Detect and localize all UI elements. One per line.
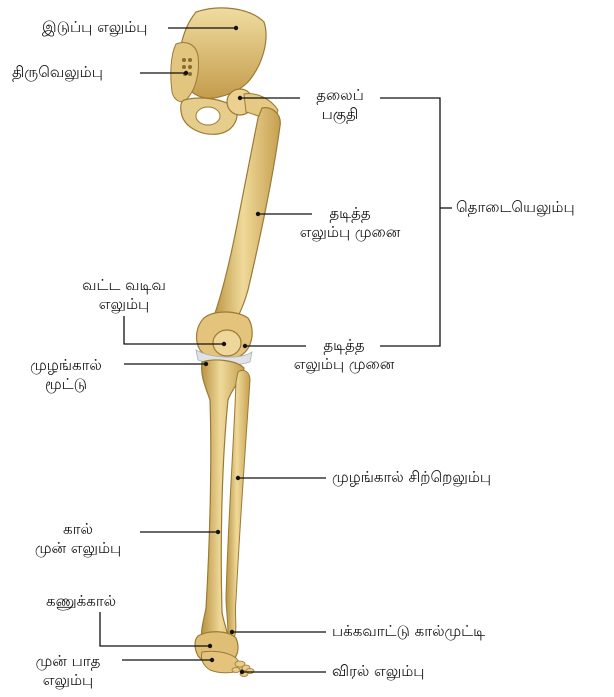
phalanges-shape xyxy=(232,661,254,677)
label-phalanges-text: விரல் எலும்பு xyxy=(332,662,424,681)
label-knee-joint-line1: முழங்கால் xyxy=(12,356,120,375)
label-femur-condyle-line2: எலும்பு முனை xyxy=(276,355,412,374)
label-knee-joint-line2: மூட்டு xyxy=(12,375,120,394)
label-femur: தொடையெலும்பு xyxy=(456,198,575,217)
label-tibia: கால் முன் எலும்பு xyxy=(20,520,136,558)
label-metatarsal-line1: முன் பாத xyxy=(14,652,122,671)
label-sacrum-text: திருவெலும்பு xyxy=(12,63,103,82)
label-knee-joint: முழங்கால் மூட்டு xyxy=(12,356,120,394)
patella-shape xyxy=(213,330,241,356)
label-femur-condyle-line1: தடித்த xyxy=(276,336,412,355)
label-fibula-text: முழங்கால் சிற்றெலும்பு xyxy=(332,468,491,487)
label-phalanges: விரல் எலும்பு xyxy=(332,662,424,681)
label-patella: வட்ட வடிவ எலும்பு xyxy=(58,276,190,314)
fibula-shape xyxy=(226,370,250,638)
femur-shaft-shape xyxy=(212,108,280,326)
label-lateral-malleolus-text: பக்கவாட்டு கால்முட்டி xyxy=(332,622,485,641)
label-ankle-text: கணுக்கால் xyxy=(46,592,116,611)
label-fibula: முழங்கால் சிற்றெலும்பு xyxy=(332,468,491,487)
label-ankle: கணுக்கால் xyxy=(46,592,116,611)
label-hip-bone-text: இடுப்பு எலும்பு xyxy=(42,18,147,37)
label-patella-line1: வட்ட வடிவ xyxy=(58,276,190,295)
leader-ankle xyxy=(100,612,210,646)
label-metatarsal-line2: எலும்பு xyxy=(14,671,122,690)
label-femur-head: தலைப் பகுதி xyxy=(300,86,380,124)
label-femur-text: தொடையெலும்பு xyxy=(456,198,575,217)
label-metatarsal: முன் பாத எலும்பு xyxy=(14,652,122,690)
label-femur-head-line2: பகுதி xyxy=(300,105,380,124)
obturator-foramen xyxy=(196,107,220,125)
label-femur-condyle: தடித்த எலும்பு முனை xyxy=(276,336,412,374)
label-patella-line2: எலும்பு xyxy=(58,295,190,314)
label-femur-shaft: தடித்த எலும்பு முனை xyxy=(282,204,418,242)
label-femur-head-line1: தலைப் xyxy=(300,86,380,105)
label-tibia-line1: கால் xyxy=(20,520,136,539)
label-lateral-malleolus: பக்கவாட்டு கால்முட்டி xyxy=(332,622,485,641)
label-sacrum: திருவெலும்பு xyxy=(12,63,103,82)
label-hip-bone: இடுப்பு எலும்பு xyxy=(42,18,147,37)
label-femur-shaft-line1: தடித்த xyxy=(282,204,418,223)
label-femur-shaft-line2: எலும்பு முனை xyxy=(282,223,418,242)
label-tibia-line2: முன் எலும்பு xyxy=(20,539,136,558)
